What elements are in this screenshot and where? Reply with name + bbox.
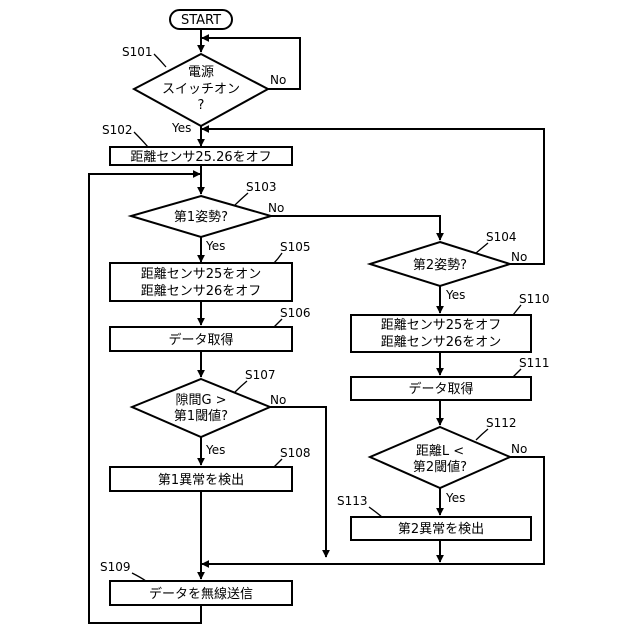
s112-label: S112 — [486, 416, 517, 430]
s104-leader — [476, 243, 488, 253]
s109-leader — [132, 573, 146, 581]
s112-line-2: 第2閾値? — [413, 459, 467, 475]
s101-line-2: スイッチオン — [162, 82, 240, 97]
s112-no-label: No — [511, 442, 527, 456]
s107-line-2: 第1閾値? — [174, 408, 228, 424]
s101-yes-label: Yes — [171, 121, 191, 135]
s106-text: データ取得 — [168, 332, 233, 348]
arrow-s103-no-to-s104 — [271, 216, 440, 240]
s101-no-label: No — [270, 73, 286, 87]
s110-line-2: 距離センサ26をオン — [381, 335, 502, 350]
s112-yes-label: Yes — [445, 491, 465, 505]
s108-label: S108 — [280, 446, 311, 460]
s102-label: S102 — [102, 123, 133, 137]
s112-leader — [476, 429, 488, 440]
s103-label: S103 — [246, 180, 277, 194]
s113-leader — [369, 507, 382, 517]
s105-line-2: 距離センサ26をオフ — [141, 284, 262, 299]
s111-label: S111 — [519, 356, 550, 370]
s112-line-1: 距離L < — [416, 444, 464, 459]
s106-label: S106 — [280, 306, 311, 320]
decision-s112: 距離L < 第2閾値? — [370, 427, 510, 488]
s107-no-label: No — [270, 393, 286, 407]
s104-label: S104 — [486, 230, 517, 244]
s101-leader — [154, 54, 166, 67]
s107-label: S107 — [245, 368, 276, 382]
s105-leader — [274, 253, 282, 263]
s111-text: データ取得 — [408, 381, 473, 397]
s108-leader — [274, 459, 282, 467]
process-s105: 距離センサ25をオン 距離センサ26をオフ — [110, 263, 292, 301]
s104-yes-label: Yes — [445, 288, 465, 302]
s113-label: S113 — [337, 494, 368, 508]
s109-text: データを無線送信 — [149, 586, 253, 602]
s101-line-3: ? — [198, 98, 205, 113]
s108-text: 第1異常を検出 — [158, 473, 244, 488]
decision-s101: 電源 スイッチオン ? — [134, 54, 268, 126]
s103-yes-label: Yes — [205, 239, 225, 253]
s103-no-label: No — [268, 201, 284, 215]
process-s102: 距離センサ25.26をオフ — [110, 147, 292, 165]
process-s109: データを無線送信 — [110, 581, 292, 605]
process-s108: 第1異常を検出 — [110, 467, 292, 491]
s103-text: 第1姿勢? — [174, 209, 228, 225]
s104-text: 第2姿勢? — [413, 257, 467, 273]
s110-label: S110 — [519, 292, 550, 306]
s101-line-1: 電源 — [188, 65, 214, 80]
s110-leader — [513, 305, 521, 315]
s105-label: S105 — [280, 240, 311, 254]
s105-line-1: 距離センサ25をオン — [141, 267, 262, 282]
s106-leader — [274, 319, 282, 327]
decision-s107: 隙間G > 第1閾値? — [132, 379, 270, 437]
s109-label: S109 — [100, 560, 131, 574]
start-node: START — [170, 10, 232, 29]
process-s113: 第2異常を検出 — [351, 517, 531, 540]
s107-leader — [235, 381, 247, 392]
start-label: START — [181, 13, 221, 28]
s111-leader — [513, 369, 521, 377]
s110-line-1: 距離センサ25をオフ — [381, 318, 502, 333]
s102-leader — [134, 132, 148, 147]
s107-yes-label: Yes — [205, 443, 225, 457]
s113-text: 第2異常を検出 — [398, 522, 484, 537]
step-labels: S101 S102 S103 S104 S105 S106 S107 S108 … — [100, 45, 550, 581]
process-s111: データ取得 — [351, 377, 531, 400]
decision-s103: 第1姿勢? — [131, 196, 271, 237]
s104-no-label: No — [511, 250, 527, 264]
decision-s104: 第2姿勢? — [370, 242, 510, 286]
s102-text: 距離センサ25.26をオフ — [130, 150, 271, 165]
process-s110: 距離センサ25をオフ 距離センサ26をオン — [351, 315, 531, 352]
s107-line-1: 隙間G > — [175, 393, 226, 408]
s101-label: S101 — [122, 45, 153, 59]
s103-leader — [234, 193, 248, 206]
process-s106: データ取得 — [110, 327, 292, 351]
